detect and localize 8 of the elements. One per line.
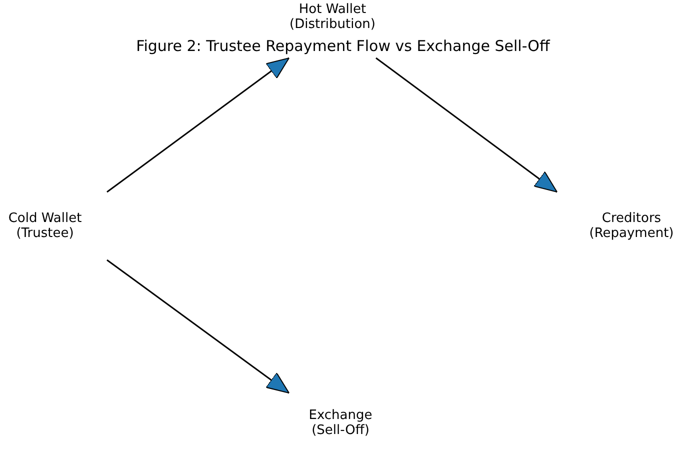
node-label: Creditors (Repayment) bbox=[588, 211, 675, 241]
node-label: Cold Wallet (Trustee) bbox=[7, 211, 83, 241]
node-label: Hot Wallet (Distribution) bbox=[289, 2, 376, 32]
arrow bbox=[376, 57, 558, 193]
arrow bbox=[106, 57, 290, 193]
arrow bbox=[106, 259, 290, 394]
figure-title: Figure 2: Trustee Repayment Flow vs Exchange Sell-Off bbox=[135, 37, 552, 55]
node-label: Exchange (Sell-Off) bbox=[308, 408, 374, 438]
